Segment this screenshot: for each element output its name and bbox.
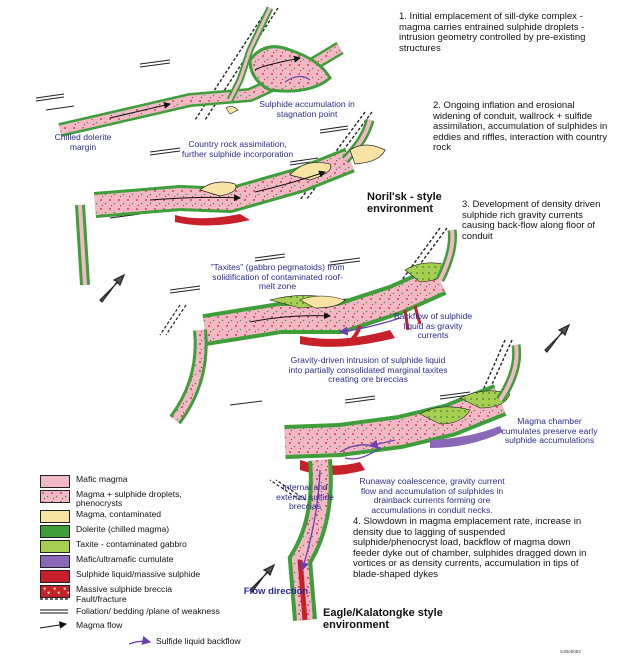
stage-3-sketch (159, 227, 457, 425)
eagle-environment-label: Eagle/Kalatongke style environment (323, 607, 443, 631)
legend-item-sulphide-droplets: Magma + sulphide droplets, phenocrysts (40, 489, 230, 510)
runaway-label: Runaway coalescence, gravity current flo… (359, 476, 505, 515)
backflow-label: Backflow of sulphide liquid as gravity c… (393, 311, 473, 341)
legend-label: Mafic magma (76, 474, 128, 484)
flow-direction-label: Flow direction (243, 586, 309, 597)
country-rock-label: Country rock assimilation, further sulph… (181, 139, 294, 159)
legend-label: Foliation/ bedding /plane of weakness (76, 606, 220, 616)
legend-label: Magma, contaminated (76, 509, 162, 519)
legend-item-mafic-magma: Mafic magma (40, 474, 220, 489)
legend-item-taxite: Taxite - contaminated gabbro (40, 539, 220, 554)
legend-swatch (40, 555, 70, 568)
legend-item-cumulate: Mafic/ultramafic cumulate (40, 554, 220, 569)
magma-chamber-label: Magma chamber cumulates preserve early s… (501, 416, 598, 446)
legend-item-sulfide-backflow: Sulfide liquid backflow (120, 636, 270, 651)
legend-swatch (40, 585, 70, 598)
step-1-text: 1. Initial emplacement of sill-dyke comp… (399, 11, 586, 54)
legend-swatch (40, 525, 70, 538)
gravity-intrusion-label: Gravity-driven intrusion of sulphide liq… (288, 355, 448, 385)
legend-item-sulphide-breccia: Massive sulphide breccia (40, 584, 220, 599)
sulphide-accumulation-label: Sulphide accumulation in stagnation poin… (259, 99, 355, 119)
step-2-text: 2. Ongoing inflation and erosional widen… (433, 100, 608, 154)
legend-item-contaminated-magma: Magma, contaminated (40, 509, 220, 524)
legend-swatch (40, 475, 70, 488)
step-3-text: 3. Development of density driven sulphid… (462, 199, 601, 242)
legend-label: Sulfide liquid backflow (156, 636, 241, 646)
legend-line-samples (39, 598, 152, 645)
norilsk-environment-label: Noril'sk - style environment (367, 191, 442, 215)
legend-item-magma-flow: Magma flow (40, 620, 220, 635)
taxites-label: "Taxites" (gabbro pegmatoids) from solid… (210, 262, 345, 292)
legend-label: Taxite - contaminated gabbro (76, 539, 187, 549)
legend-label: Dolerite (chilled magma) (76, 524, 170, 534)
legend-label: Magma + sulphide droplets, phenocrysts (76, 489, 182, 509)
legend-swatch (40, 570, 70, 583)
legend-item-foliation: Foliation/ bedding /plane of weakness (40, 606, 240, 621)
legend-label: Magma flow (76, 620, 123, 630)
breccias-label: Internal and external sulfide breccias (276, 482, 334, 512)
chilled-margin-label: Chilled dolerite margin (54, 132, 112, 152)
legend-swatch (40, 540, 70, 553)
stage-1-sketch (35, 6, 349, 137)
legend-swatch (40, 490, 70, 503)
credit-text: SJBeb083 (560, 649, 581, 654)
legend-label: Fault/fracture (76, 594, 127, 604)
stage-4-sketch (229, 339, 522, 621)
legend-item-massive-sulphide: Sulphide liquid/massive sulphide (40, 569, 230, 584)
stage-2-sketch (75, 111, 386, 286)
flow-direction-arrows (99, 273, 571, 593)
step-4-text: 4. Slowdown in magma emplacement rate, i… (353, 516, 587, 580)
legend-item-dolerite: Dolerite (chilled magma) (40, 524, 220, 539)
legend-swatch (40, 510, 70, 523)
legend-label: Massive sulphide breccia (76, 584, 173, 594)
legend-label: Sulphide liquid/massive sulphide (76, 569, 201, 579)
legend-label: Mafic/ultramafic cumulate (76, 554, 174, 564)
legend-item-fault: Fault/fracture (40, 594, 220, 609)
